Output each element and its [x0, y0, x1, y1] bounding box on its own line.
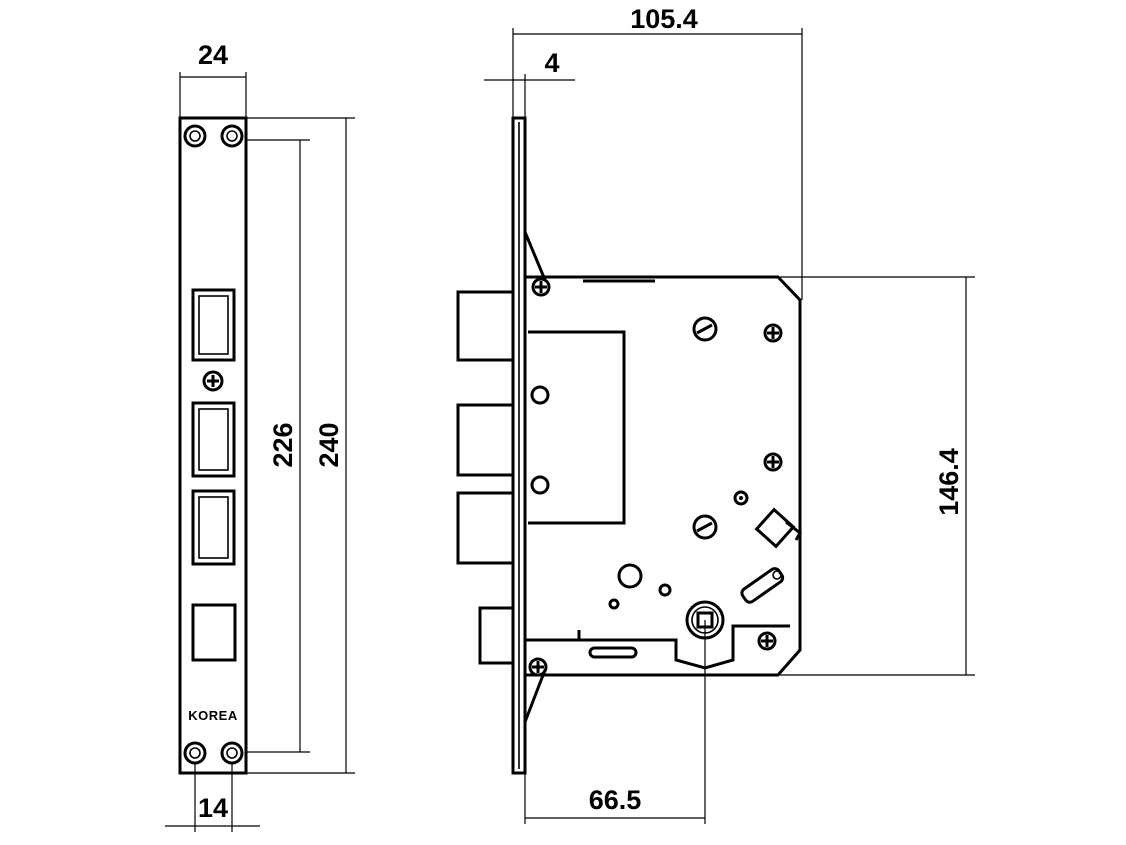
dim-hole-spacing-label: 14: [198, 793, 228, 823]
faceplate-bolt-opening-3: [191, 489, 236, 566]
slide-pin-lower: [530, 475, 550, 495]
faceplate-front-view: KOREA: [178, 116, 248, 775]
spring-hole-small: [608, 598, 620, 610]
latch-bolt: [478, 606, 515, 665]
dim-inner-length: 226: [246, 139, 310, 753]
faceplate-screw-hole-bottom-right: [220, 741, 244, 765]
latch-slot: [588, 646, 638, 659]
spring-hole-medium: [658, 583, 672, 597]
faceplate-center-screw: [202, 370, 224, 392]
cross-screw-middle-right: [763, 452, 783, 472]
slotted-screw-upper: [692, 316, 718, 342]
latch-trigger: [740, 567, 785, 604]
bolt-1: [456, 290, 515, 362]
dim-plate-thickness: 4: [484, 48, 575, 118]
case-screw-bottom: [528, 657, 548, 677]
top-bracket: [523, 231, 547, 281]
dim-faceplate-width: 24: [179, 40, 247, 118]
dim-body-height: 146.4: [780, 276, 975, 676]
bolt-3: [456, 491, 515, 565]
cross-screw-upper-right: [763, 323, 783, 343]
dim-body-height-label: 146.4: [934, 448, 964, 516]
dim-total-length: 240: [246, 117, 355, 774]
faceplate-bolt-opening-2: [191, 401, 236, 478]
dim-backset: 66.5: [524, 620, 706, 824]
lock-body-side-view: [456, 116, 802, 775]
dim-inner-length-label: 226: [268, 422, 298, 467]
latch-slide-plate: [528, 624, 790, 670]
small-ring: [733, 490, 749, 506]
lock-case-outline: [525, 275, 802, 677]
case-screw-top: [531, 277, 551, 297]
faceplate-screw-hole-bottom-left: [183, 741, 207, 765]
dim-hole-spacing: 14: [165, 763, 260, 832]
faceplate-bolt-opening-1: [191, 288, 236, 362]
deadbolt-slide-plate: [528, 330, 626, 525]
faceplate-screw-hole-top-left: [183, 124, 207, 148]
dim-backset-label: 66.5: [589, 785, 642, 815]
bolt-2: [456, 403, 515, 477]
key-cam-square: [754, 507, 802, 549]
faceplate-latch-opening: [191, 603, 237, 662]
slide-pin-upper: [530, 385, 550, 405]
faceplate-brand-text: KOREA: [188, 708, 238, 723]
front-plate-side: [511, 116, 527, 775]
faceplate-outline: [178, 116, 248, 775]
dim-overall-depth: 105.4: [512, 4, 803, 300]
dim-faceplate-width-label: 24: [198, 40, 228, 70]
bottom-bracket: [523, 669, 547, 723]
dim-plate-thickness-label: 4: [544, 48, 559, 78]
faceplate-screw-hole-top-right: [220, 124, 244, 148]
spring-hole-large: [617, 563, 643, 589]
dim-overall-depth-label: 105.4: [630, 4, 698, 34]
slotted-screw-lower: [692, 514, 718, 540]
dim-total-length-label: 240: [314, 422, 344, 467]
cross-screw-lower-right: [757, 631, 777, 651]
